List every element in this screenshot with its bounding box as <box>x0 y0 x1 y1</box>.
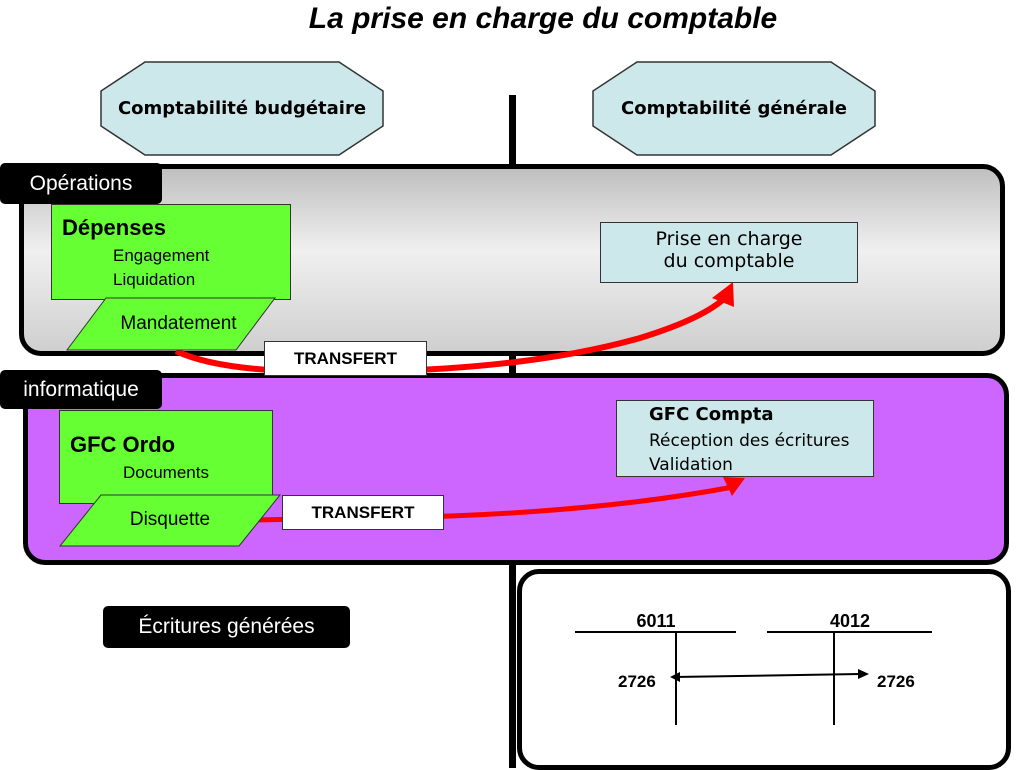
prise-en-charge-line-1: Prise en charge <box>655 228 803 250</box>
octagon-shape <box>100 61 384 156</box>
tag-ecritures: Écritures générées <box>103 606 350 648</box>
t-accounts: 6011 4012 2726 2726 <box>575 611 932 725</box>
header-budgetaire: Comptabilité budgétaire <box>100 61 384 156</box>
octagon-shape <box>592 61 876 156</box>
disquette-label: Disquette <box>129 509 211 530</box>
amount-debit-6011: 2726 <box>618 672 656 691</box>
arrow-operations-head <box>712 282 734 307</box>
depenses-heading: Dépenses <box>62 215 166 240</box>
gfc-ordo-line-1: Documents <box>123 463 209 482</box>
header-generale-label: Comptabilité générale <box>621 98 847 119</box>
mandatement-label: Mandatement <box>120 313 237 334</box>
entry-link-arrowhead-right <box>858 669 869 679</box>
depenses-box: Dépenses Engagement Liquidation <box>51 204 291 300</box>
account-number-4012: 4012 <box>830 611 870 631</box>
arrow-informatique <box>252 484 734 523</box>
transfer-label-informatique: TRANSFERT <box>282 495 444 530</box>
entry-link-line <box>673 673 861 678</box>
disquette-parallelogram <box>59 494 281 547</box>
arrow-operations <box>174 293 730 376</box>
amount-credit-4012: 2726 <box>877 672 915 691</box>
depenses-line-1: Engagement <box>113 246 210 265</box>
gfc-ordo-heading: GFC Ordo <box>70 432 176 457</box>
gfc-compta-line-1: Réception des écritures <box>649 431 850 451</box>
tag-operations: Opérations <box>0 163 162 204</box>
account-number-6011: 6011 <box>636 611 675 631</box>
transfer-label-operations: TRANSFERT <box>264 341 427 376</box>
gfc-ordo-box: GFC Ordo Documents <box>59 410 273 504</box>
depenses-line-2: Liquidation <box>113 270 196 289</box>
entry-link-arrowhead-left <box>670 672 680 682</box>
gfc-compta-heading: GFC Compta <box>649 404 774 425</box>
prise-en-charge-box: Prise en charge du comptable <box>600 222 858 283</box>
prise-en-charge-line-2: du comptable <box>663 250 795 272</box>
tag-informatique: informatique <box>0 370 162 409</box>
header-budgetaire-label: Comptabilité budgétaire <box>117 98 367 119</box>
header-generale: Comptabilité générale <box>592 61 876 156</box>
gfc-compta-box: GFC Compta Réception des écritures Valid… <box>616 400 874 477</box>
page-title: La prise en charge du comptable <box>308 2 778 35</box>
mandatement-parallelogram <box>66 297 276 351</box>
arrow-informatique-head <box>723 477 745 496</box>
gfc-compta-line-2: Validation <box>649 455 733 475</box>
